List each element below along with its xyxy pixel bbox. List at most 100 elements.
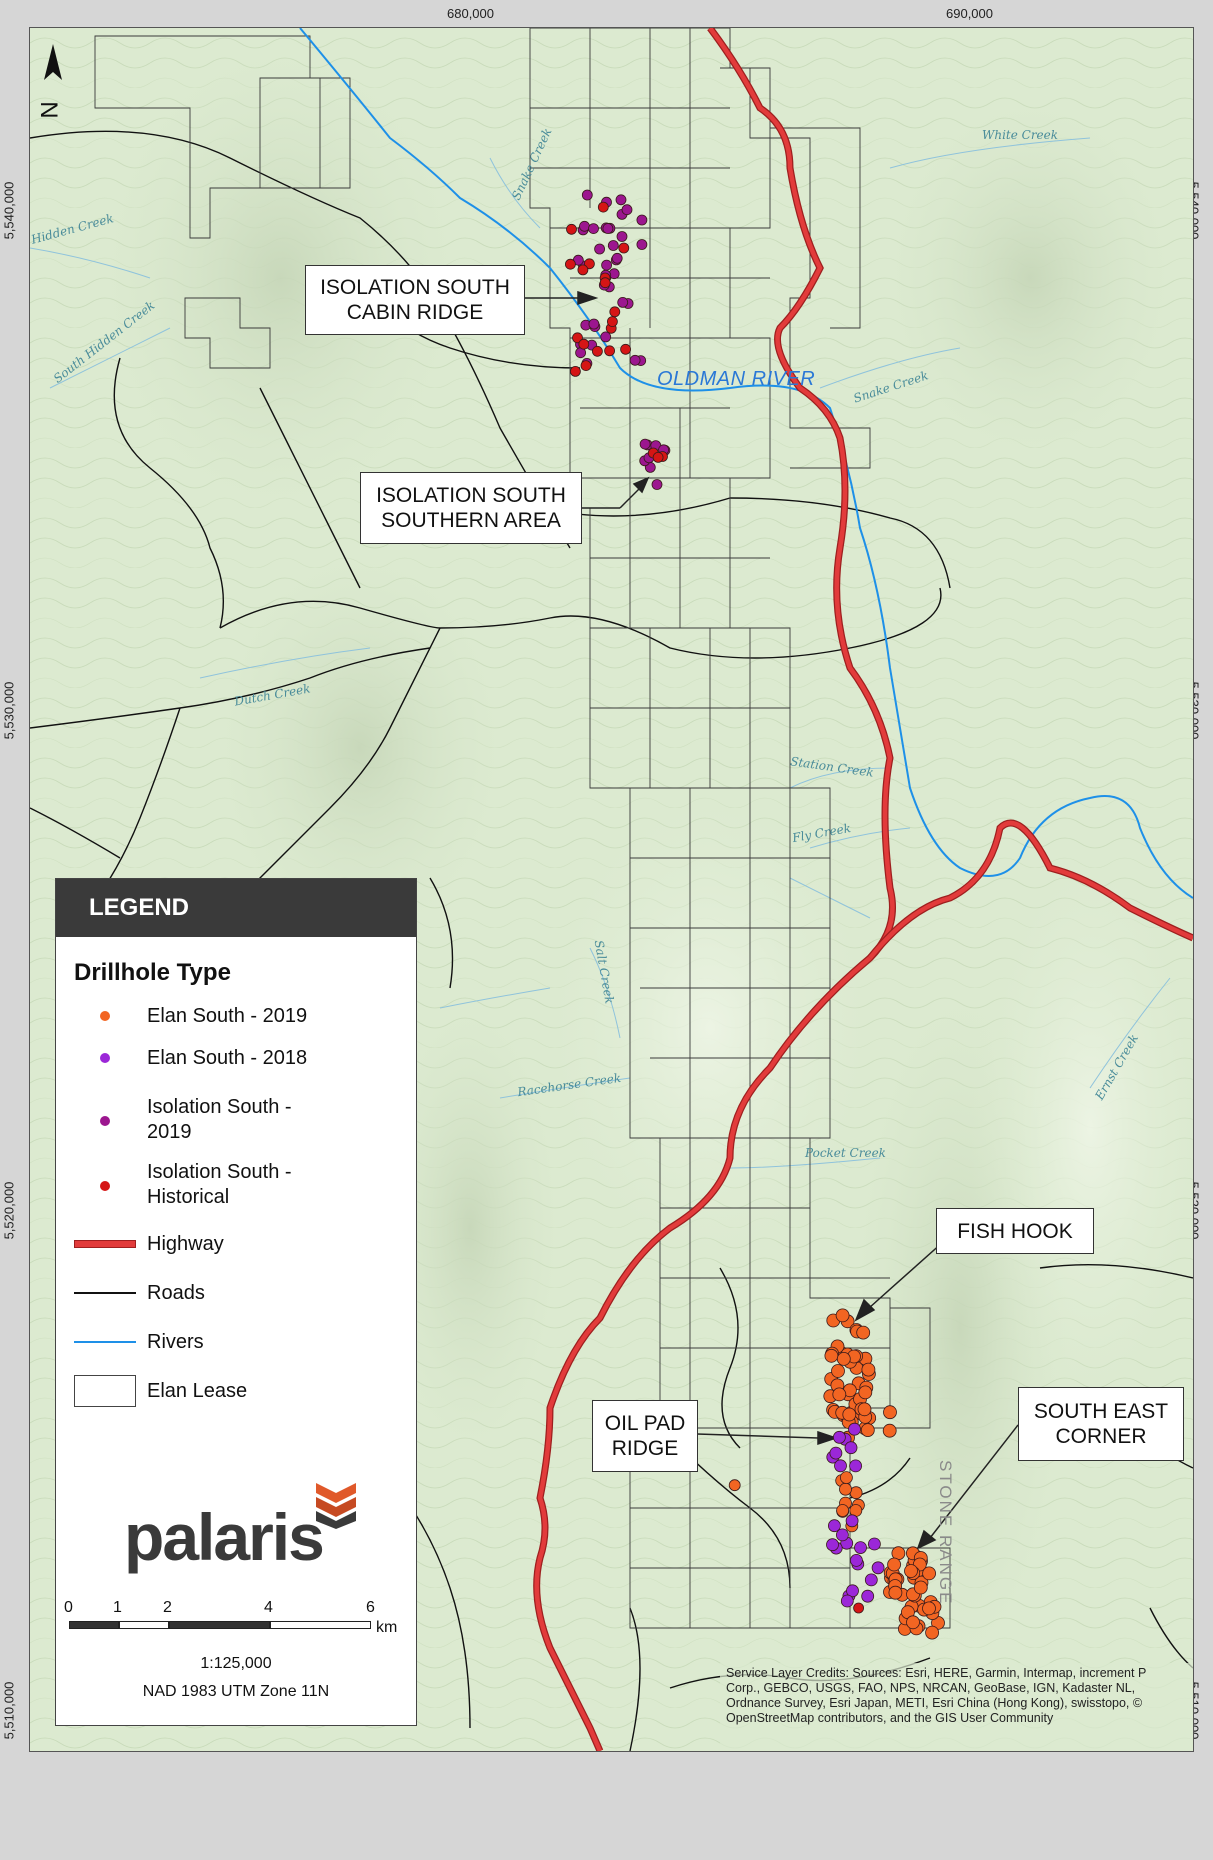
legend-item-elan-2019: Elan South - 2019	[56, 996, 416, 1036]
scale-tick-1: 1	[113, 1599, 122, 1616]
drillhole-marker	[922, 1566, 936, 1581]
drillhole-marker	[620, 343, 631, 355]
grid-label-left-5510000: 5,510,000	[1, 1681, 17, 1740]
drillhole-marker	[572, 332, 583, 344]
legend-label: Highway	[147, 1233, 224, 1255]
drillhole-marker	[845, 1514, 859, 1528]
drillhole-marker	[600, 331, 612, 343]
drillhole-marker	[857, 1402, 872, 1417]
drillhole-marker	[639, 438, 651, 450]
callout-south-east-corner: SOUTH EAST CORNER	[1018, 1387, 1184, 1461]
drillhole-marker	[652, 451, 664, 463]
drillhole-marker	[609, 306, 621, 318]
drillhole-marker	[834, 1459, 847, 1473]
legend-label: Elan South - 2019	[147, 1005, 308, 1027]
terrain-shade	[80, 28, 480, 538]
scale-tick-4: 4	[264, 1599, 273, 1616]
drillhole-marker	[579, 220, 590, 232]
drillhole-marker	[592, 345, 603, 357]
callout-southern-area: ISOLATION SOUTH SOUTHERN AREA	[360, 472, 582, 544]
drillhole-marker	[856, 1325, 871, 1340]
drillhole-marker	[836, 1504, 849, 1517]
scale-ratio: 1:125,000	[200, 1655, 272, 1672]
drillhole-marker	[831, 1364, 845, 1378]
drillhole-marker	[828, 1519, 841, 1533]
drillhole-marker	[840, 1594, 854, 1608]
scale-bar-segment	[119, 1621, 169, 1629]
scale-unit: km	[376, 1619, 398, 1636]
drillhole-marker	[597, 201, 609, 213]
drillhole-marker	[882, 1423, 897, 1438]
legend-label: Isolation South - Historical	[147, 1161, 292, 1208]
legend-dot-elan-2019	[100, 1011, 110, 1021]
legend-panel: LEGEND Drillhole Type Elan South - 2019 …	[55, 878, 417, 1726]
drillhole-marker	[849, 1486, 863, 1500]
oldman-river-label: OLDMAN RIVER	[657, 368, 816, 390]
legend-item-highway: Highway	[56, 1224, 416, 1264]
drillhole-marker	[594, 243, 605, 255]
drillhole-marker	[604, 345, 615, 357]
north-arrow-icon	[44, 44, 62, 80]
oldman-river	[299, 28, 1193, 899]
grid-label-top-680000: 680,000	[447, 6, 494, 21]
drillhole-marker	[868, 1537, 881, 1551]
drillhole-marker	[617, 296, 629, 308]
drillhole-marker	[842, 1407, 857, 1422]
drillhole-marker	[565, 258, 576, 270]
scale-tick-2: 2	[163, 1599, 172, 1616]
drillhole-marker	[860, 1423, 875, 1437]
drillhole-marker	[615, 194, 627, 206]
drillhole-marker	[849, 1459, 862, 1473]
legend-dot-isolation-historical	[100, 1181, 110, 1191]
legend-header: LEGEND	[56, 879, 416, 937]
drillhole-marker	[607, 316, 618, 328]
creeks	[30, 137, 1171, 1169]
drillhole-marker	[577, 264, 589, 276]
grid-label-top-690000: 690,000	[946, 6, 993, 21]
legend-dot-isolation-2019	[100, 1116, 110, 1126]
palaris-logo-text: palaris	[124, 1500, 325, 1574]
projection-label: NAD 1983 UTM Zone 11N	[142, 1683, 330, 1700]
drillhole-marker	[925, 1625, 939, 1640]
legend-label: Roads	[147, 1282, 205, 1304]
drillhole-marker	[570, 365, 581, 377]
legend-symbol-roads	[74, 1292, 136, 1294]
label-stone-range: STONE RANGE	[936, 1460, 955, 1606]
scale-bar-segment	[69, 1621, 119, 1629]
legend-symbol-highway	[74, 1240, 136, 1248]
drillhole-marker	[651, 479, 663, 490]
legend-label: Rivers	[147, 1331, 204, 1353]
drillhole-marker	[861, 1589, 875, 1603]
drillhole-marker	[887, 1557, 901, 1572]
drillhole-marker	[904, 1564, 918, 1578]
drillhole-marker	[922, 1601, 936, 1616]
scale-tick-0: 0	[64, 1599, 73, 1616]
grid-label-left-5520000: 5,520,000	[1, 1181, 17, 1240]
drillhole-marker	[599, 277, 611, 289]
credits-backdrop	[720, 1663, 1193, 1751]
drillhole-marker	[824, 1348, 839, 1363]
scale-bar-segment	[270, 1621, 371, 1629]
drillhole-marker	[566, 223, 577, 235]
drillhole-layer	[565, 189, 945, 1640]
legend-symbol-lease	[74, 1375, 136, 1407]
drillhole-marker	[618, 242, 630, 254]
legend-item-roads: Roads	[56, 1273, 416, 1313]
callout-leaders	[523, 290, 1019, 1550]
legend-subtitle: Drillhole Type	[74, 959, 231, 986]
drillhole-marker	[888, 1585, 903, 1600]
legend-item-rivers: Rivers	[56, 1322, 416, 1362]
drillhole-marker	[864, 1573, 878, 1587]
scale-bar-segment	[169, 1621, 270, 1629]
drillhole-marker	[829, 1446, 843, 1460]
north-arrow: N	[37, 44, 68, 129]
drillhole-marker	[835, 1308, 850, 1323]
drillhole-marker	[728, 1479, 741, 1492]
grid-label-left-5540000: 5,540,000	[1, 181, 17, 240]
drillhole-marker	[848, 1422, 861, 1436]
drillhole-marker	[616, 231, 628, 242]
grid-label-left-5530000: 5,530,000	[1, 681, 17, 740]
drillhole-marker	[861, 1362, 876, 1377]
drillhole-marker	[611, 252, 623, 264]
drillhole-marker	[833, 1430, 846, 1444]
